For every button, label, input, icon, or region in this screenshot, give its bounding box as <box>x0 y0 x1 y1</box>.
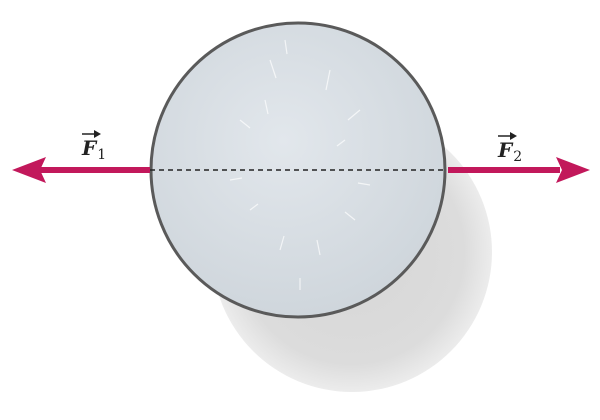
disk-texture <box>229 39 371 290</box>
force-label-f1: F1 <box>81 130 106 163</box>
svg-text:F1: F1 <box>81 136 106 163</box>
force-arrow-f1 <box>12 157 150 183</box>
force-symbol-f1: F <box>81 136 98 160</box>
force-symbol-f2: F <box>497 138 514 162</box>
svg-text:F2: F2 <box>497 138 522 165</box>
force-subscript-f1: 1 <box>97 147 106 163</box>
force-label-f2: F2 <box>497 132 522 165</box>
force-subscript-f2: 2 <box>513 149 522 165</box>
force-arrow-f2 <box>448 157 590 183</box>
